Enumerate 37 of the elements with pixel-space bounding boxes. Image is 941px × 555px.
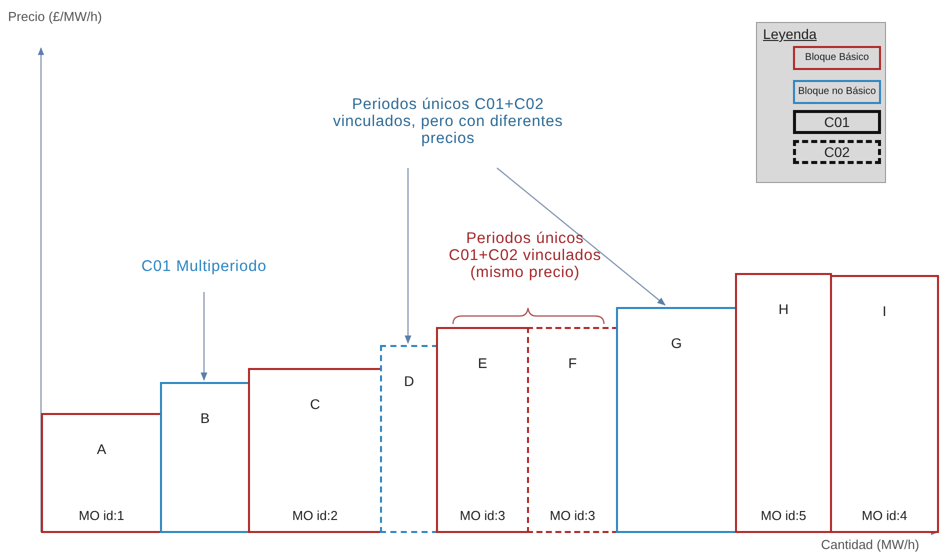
- legend-sample: Bloque no Básico: [793, 80, 881, 104]
- arrow: [200, 292, 208, 381]
- block-id: MO id:5: [760, 508, 808, 523]
- axis-label: Cantidad (MW/h): [821, 537, 920, 552]
- legend-sample: C02: [793, 140, 881, 164]
- block-letter: G: [670, 335, 683, 351]
- bid-block: [380, 345, 438, 533]
- block-letter: H: [777, 301, 790, 317]
- annotation-text: Periodos únicos C01+C02 vinculados (mismo precio): [448, 230, 602, 281]
- block-id: MO id:3: [458, 508, 506, 523]
- block-letter: I: [882, 303, 888, 319]
- bid-block: [616, 307, 737, 533]
- block-letter: B: [199, 410, 211, 426]
- legend-title: Leyenda: [763, 26, 817, 42]
- bid-block: [248, 368, 382, 533]
- legend-sample: C01: [793, 110, 881, 134]
- bid-block: [735, 273, 832, 533]
- legend-sample: Bloque Básico: [793, 46, 881, 70]
- arrow: [404, 168, 412, 344]
- block-id: MO id:3: [548, 508, 596, 523]
- block-letter: F: [567, 355, 578, 371]
- block-id: MO id:1: [78, 508, 126, 523]
- block-id: MO id:4: [860, 508, 908, 523]
- block-id: MO id:2: [291, 508, 339, 523]
- bid-block: [160, 382, 250, 533]
- block-letter: E: [476, 355, 488, 371]
- bid-block: [41, 413, 162, 533]
- bid-block: [436, 327, 529, 533]
- block-letter: D: [402, 373, 416, 389]
- block-letter: C: [308, 396, 322, 412]
- arrow: [496, 168, 666, 306]
- bid-block: [527, 327, 618, 533]
- annotation-text: C01 Multiperiodo: [134, 258, 274, 275]
- block-letter: A: [96, 441, 108, 457]
- annotation-text: Periodos únicos C01+C02 vinculados, pero con diferentes precios: [318, 96, 578, 147]
- axis-label: Precio (£/MW/h): [8, 9, 102, 24]
- bid-block: [830, 275, 939, 533]
